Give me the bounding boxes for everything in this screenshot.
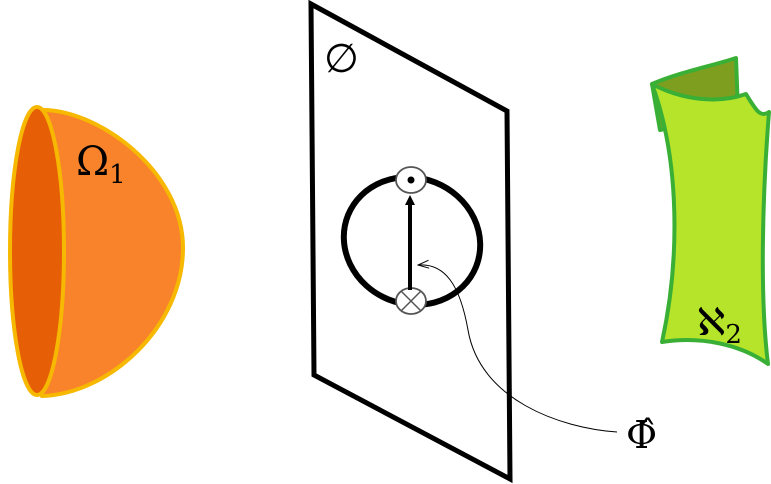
hemisphere-opening (10, 107, 64, 395)
orange-hemisphere: Ω1 (10, 107, 183, 396)
plane-label: ∅ (324, 36, 359, 82)
source-marker (396, 167, 426, 193)
plane: ∅ (311, 4, 510, 479)
operator-label: Φ̂ (626, 413, 657, 457)
sink-marker (396, 288, 426, 314)
green-sheet: ℵ2 (652, 58, 769, 364)
